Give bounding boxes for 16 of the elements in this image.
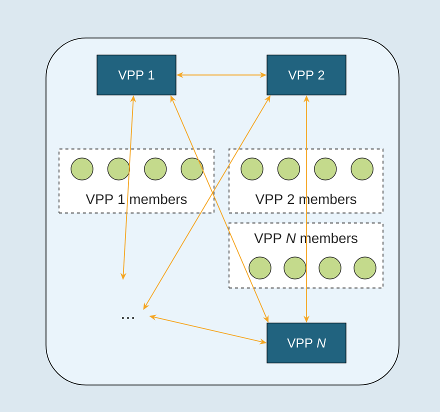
member-circle xyxy=(354,256,376,280)
member-circle xyxy=(318,256,342,280)
member-circle xyxy=(70,158,94,180)
member-circle xyxy=(277,158,300,180)
member-circle xyxy=(180,158,204,180)
member-circle xyxy=(144,158,167,180)
vpp-box: VPP N xyxy=(266,322,346,364)
member-circle xyxy=(314,158,337,180)
member-circle xyxy=(107,158,130,180)
vpp-box: VPP 2 xyxy=(266,54,346,96)
vpp-box: VPP 1 xyxy=(96,54,176,96)
ellipsis: … xyxy=(122,317,134,319)
member-circle xyxy=(350,158,374,180)
member-circle xyxy=(240,158,264,180)
member-circle xyxy=(248,256,272,280)
member-circle xyxy=(284,256,306,280)
